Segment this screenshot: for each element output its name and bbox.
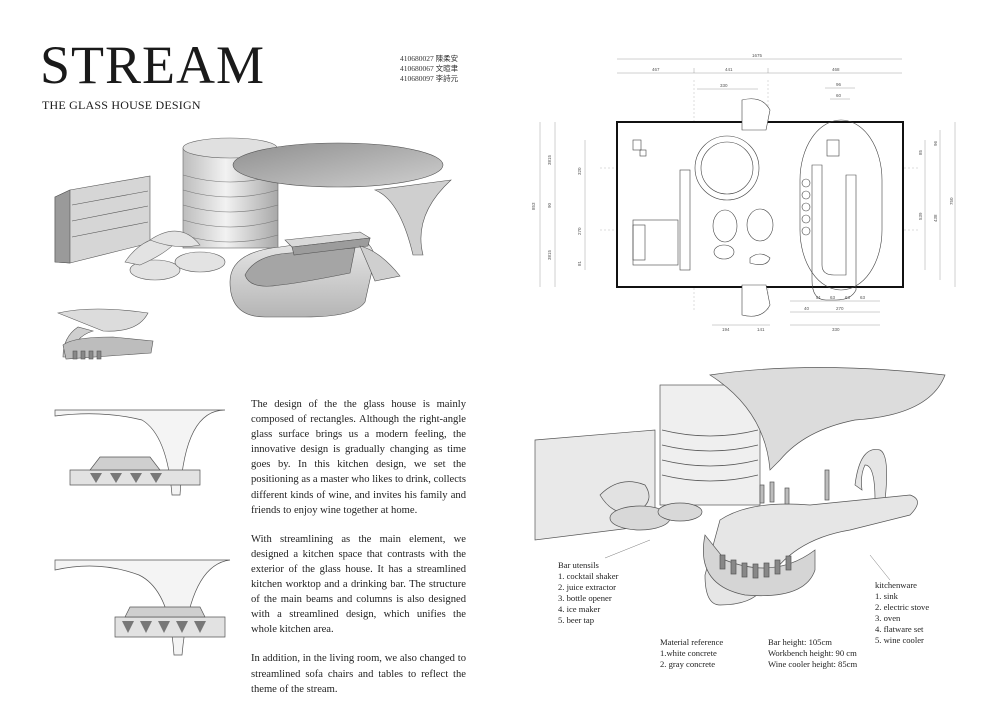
list-item: 2. electric stove: [875, 602, 930, 612]
plan-dim: 81: [577, 260, 582, 266]
plan-dim: 539: [918, 212, 923, 220]
page-title: STREAM: [40, 35, 266, 95]
kitchenware-list: kitchenware 1. sink 2. electric stove 3.…: [875, 580, 929, 646]
list-item: 3. oven: [875, 613, 901, 623]
description-text: The design of the the glass house is mai…: [251, 397, 466, 711]
student-id: 410680067 文暄聿: [400, 64, 459, 73]
height-spec-list: Bar height: 105cm Workbench height: 90 c…: [768, 637, 857, 670]
elevation-sketch-lower: [54, 559, 231, 656]
sofa-render: [124, 230, 226, 281]
plan-dim: 441: [725, 67, 733, 72]
plan-dim: 141: [757, 327, 765, 332]
list-item: 5. wine cooler: [875, 635, 924, 645]
bar-utensils-list: Bar utensils 1. cocktail shaker 2. juice…: [558, 560, 618, 626]
description-paragraph: The design of the the glass house is mai…: [251, 399, 466, 516]
list-item: 4. flatware set: [875, 624, 924, 634]
plan-dim: 467: [652, 67, 660, 72]
plan-dim: 438: [933, 214, 938, 222]
page-subtitle: THE GLASS HOUSE DESIGN: [42, 98, 201, 112]
plan-dim: 3815: [547, 249, 552, 260]
plan-dim: 270: [836, 306, 844, 311]
plan-beam: [741, 284, 771, 317]
list-item: Workbench height: 90 cm: [768, 648, 857, 658]
plan-dim: 63: [845, 295, 851, 300]
plan-dim: 85: [918, 149, 923, 155]
student-id: 410680027 陳柔安: [400, 54, 459, 63]
plan-dim: 63: [830, 295, 836, 300]
plan-dim: 468: [832, 67, 840, 72]
list-item: 3. bottle opener: [558, 593, 612, 603]
bar-thumbnail-render: [56, 308, 154, 360]
plan-dim: 40: [804, 306, 810, 311]
material-reference-list: Material reference 1.white concrete 2. g…: [660, 637, 723, 670]
plan-dim: 63: [860, 295, 866, 300]
student-id-list: 410680027 陳柔安 410680067 文暄聿 410680097 李詩…: [400, 54, 458, 84]
plan-dim: 320: [577, 167, 582, 175]
list-item: Wine cooler height: 85cm: [768, 659, 858, 669]
plan-dim: 750: [949, 197, 954, 205]
kitchenware-title: kitchenware: [875, 580, 917, 590]
plan-dim: 96: [933, 140, 938, 146]
plan-dim: 194: [722, 327, 730, 332]
description-paragraph: With streamlining as the main element, w…: [251, 533, 466, 636]
list-item: 1. cocktail shaker: [558, 571, 619, 581]
bar-counter-render: [229, 231, 401, 318]
description-paragraph: In addition, in the living room, we also…: [251, 653, 466, 695]
plan-dim: 330: [832, 327, 840, 332]
shelf-render: [54, 175, 151, 264]
list-item: 2. gray concrete: [660, 659, 716, 669]
plan-dim: 853: [531, 202, 536, 210]
list-item: 5. beer tap: [558, 615, 595, 625]
plan-dim: 270: [577, 227, 582, 235]
plan-dim: 330: [720, 83, 728, 88]
plan-beam: [741, 98, 771, 131]
plan-dim: 96: [836, 82, 842, 87]
plan-outer-wall: [616, 121, 904, 288]
bar-utensils-title: Bar utensils: [558, 560, 599, 570]
column-render: [182, 137, 279, 249]
plan-dim: 51: [816, 295, 822, 300]
list-item: 1.white concrete: [660, 648, 717, 658]
list-item: 2. juice extractor: [558, 582, 616, 592]
elevation-sketch-upper: [54, 409, 226, 496]
list-item: 4. ice maker: [558, 604, 601, 614]
material-title: Material reference: [660, 637, 724, 647]
table-render: [232, 142, 452, 256]
list-item: Bar height: 105cm: [768, 637, 832, 647]
plan-dim: 90: [547, 202, 552, 208]
plan-dim: 60: [836, 93, 842, 98]
list-item: 1. sink: [875, 591, 898, 601]
plan-dim: 1675: [752, 53, 763, 58]
student-id: 410680097 李詩元: [400, 74, 459, 83]
plan-dim: 3815: [547, 154, 552, 165]
